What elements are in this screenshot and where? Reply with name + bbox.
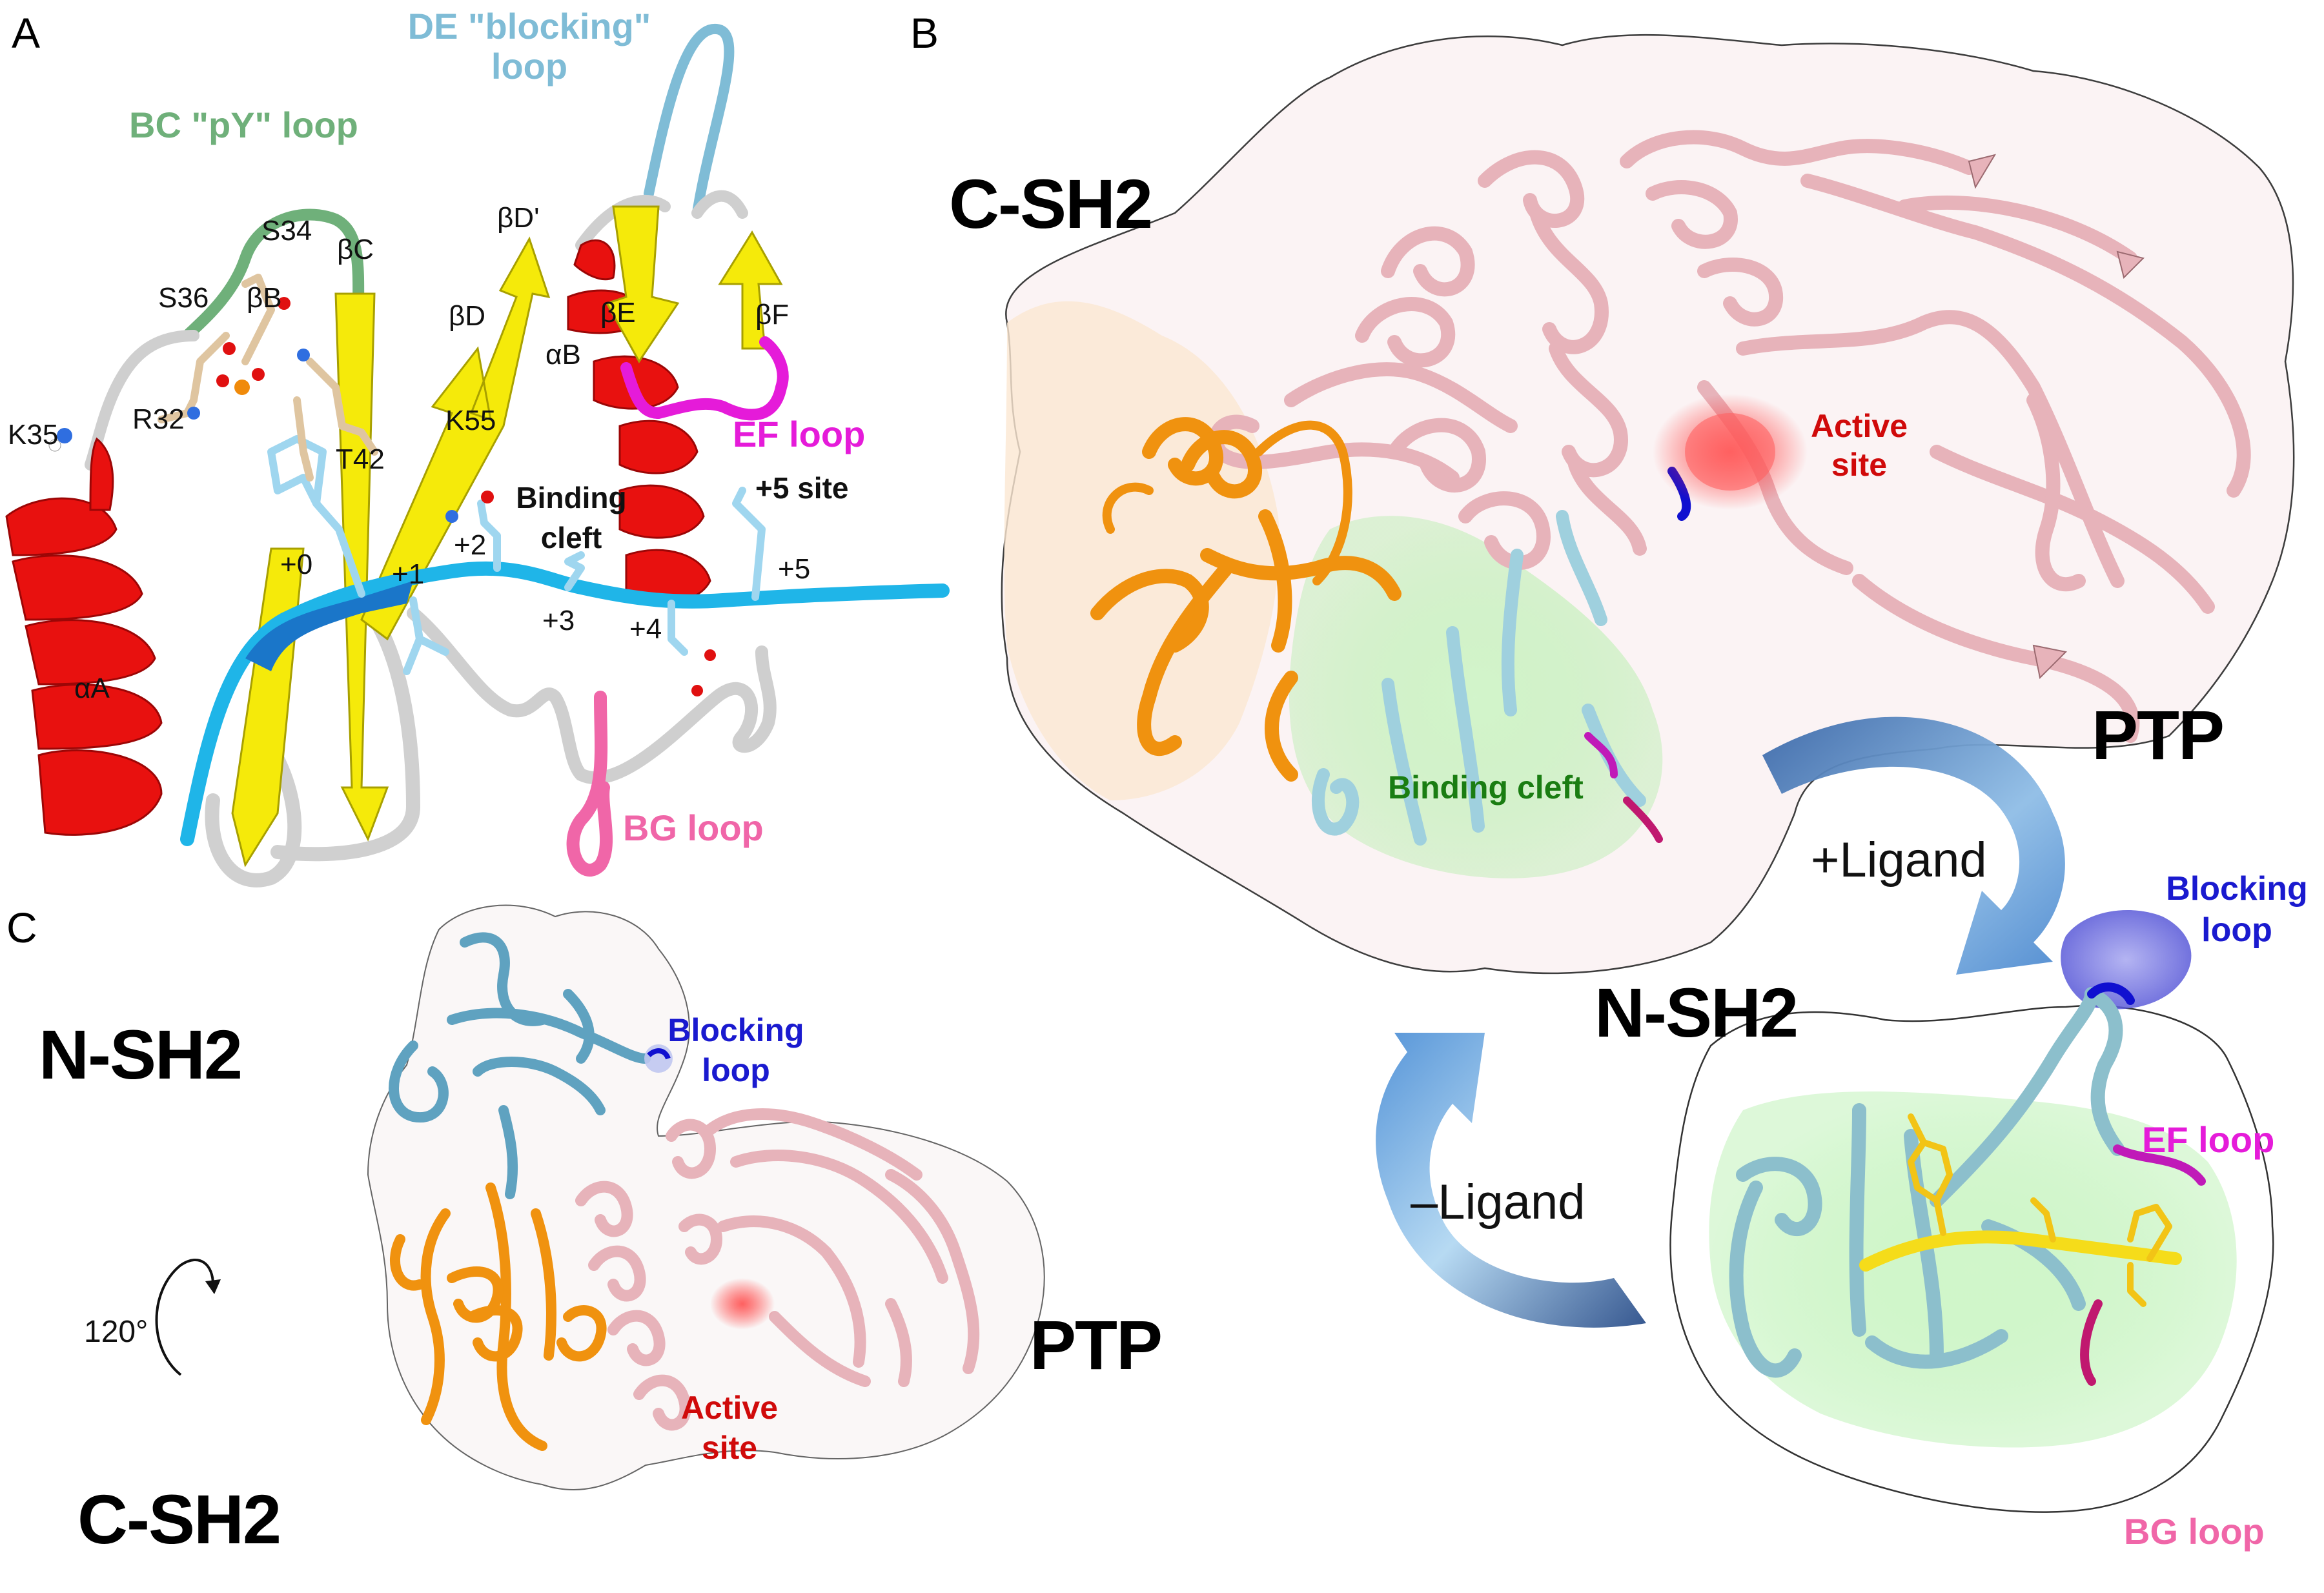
active-site-c-line1: Active bbox=[680, 1390, 779, 1426]
active-site-c-line2: site bbox=[701, 1430, 758, 1466]
minus-ligand-label: –Ligand bbox=[1411, 1175, 1585, 1230]
beta-e-label: βE bbox=[600, 297, 636, 329]
panel-a-artwork bbox=[5, 24, 950, 888]
n-sh2-label-c: N-SH2 bbox=[39, 1015, 243, 1093]
blocking-loop-label-c: Blocking loop bbox=[665, 1010, 807, 1090]
binding-cleft-line2: cleft bbox=[540, 521, 602, 554]
t42-label: T42 bbox=[336, 443, 385, 475]
panel-b-letter: B bbox=[910, 9, 939, 57]
c-sh2-label-c: C-SH2 bbox=[77, 1480, 281, 1558]
active-site-label-b: Active site bbox=[1808, 407, 1911, 484]
active-site-line1: Active bbox=[1810, 408, 1908, 444]
r32-label: R32 bbox=[132, 403, 185, 435]
panel-c-letter: C bbox=[6, 904, 37, 951]
plus5-site-label: +5 site bbox=[755, 471, 849, 505]
rotation-label: 120° bbox=[84, 1315, 148, 1349]
position-plus0-label: +0 bbox=[280, 549, 313, 580]
blocking-loop-line1: Blocking bbox=[2166, 870, 2308, 908]
binding-cleft-label-b: Binding cleft bbox=[1388, 769, 1584, 806]
ptp-label-b: PTP bbox=[2092, 696, 2225, 774]
c-sh2-label-b: C-SH2 bbox=[949, 165, 1153, 243]
blocking-loop-c-line2: loop bbox=[702, 1052, 770, 1088]
plus-ligand-label: +Ligand bbox=[1811, 833, 1987, 888]
position-plus4-label: +4 bbox=[629, 613, 662, 645]
panel-c-artwork bbox=[155, 904, 1045, 1491]
bg-loop-label-a: BG loop bbox=[623, 807, 764, 848]
alpha-b-label: αB bbox=[545, 339, 581, 370]
beta-b-label: βB bbox=[247, 282, 282, 314]
blocking-loop-line2: loop bbox=[2201, 911, 2272, 949]
s36-label: S36 bbox=[158, 282, 209, 314]
beta-d-label: βD bbox=[449, 300, 486, 332]
k35-label: K35 bbox=[8, 419, 59, 451]
blocking-loop-c-line1: Blocking bbox=[668, 1012, 804, 1048]
de-blocking-loop-label: DE "blocking" loop bbox=[394, 6, 665, 86]
alpha-a-label: αA bbox=[74, 673, 110, 704]
position-plus1-label: +1 bbox=[392, 558, 425, 590]
beta-c-label: βC bbox=[337, 234, 374, 265]
beta-f-label: βF bbox=[755, 299, 790, 330]
bc-py-loop-label: BC "pY" loop bbox=[129, 105, 358, 145]
position-plus2-label: +2 bbox=[454, 529, 487, 561]
active-site-label-c: Active site bbox=[671, 1388, 788, 1468]
position-plus5-label: +5 bbox=[778, 553, 811, 585]
s34-label: S34 bbox=[261, 215, 312, 247]
beta-d-prime-label: βD' bbox=[497, 202, 540, 234]
bg-loop-label-b: BG loop bbox=[2124, 1511, 2265, 1552]
active-site-line2: site bbox=[1831, 447, 1888, 483]
binding-cleft-line1: Binding bbox=[516, 481, 627, 514]
de-loop-label-line1: DE "blocking" bbox=[407, 6, 651, 46]
position-plus3-label: +3 bbox=[542, 605, 575, 636]
binding-cleft-label-a: Binding cleft bbox=[504, 478, 639, 558]
n-sh2-label-b: N-SH2 bbox=[1595, 973, 1799, 1051]
blocking-loop-label-b: Blocking loop bbox=[2156, 868, 2318, 951]
panel-b-artwork bbox=[1001, 34, 2295, 1513]
ef-loop-label-a: EF loop bbox=[733, 414, 866, 454]
panel-a-letter: A bbox=[12, 9, 41, 57]
k55-label: K55 bbox=[445, 405, 496, 436]
ef-loop-label-b: EF loop bbox=[2142, 1119, 2275, 1160]
de-loop-label-line2: loop bbox=[491, 46, 568, 86]
ptp-label-c: PTP bbox=[1030, 1306, 1163, 1384]
